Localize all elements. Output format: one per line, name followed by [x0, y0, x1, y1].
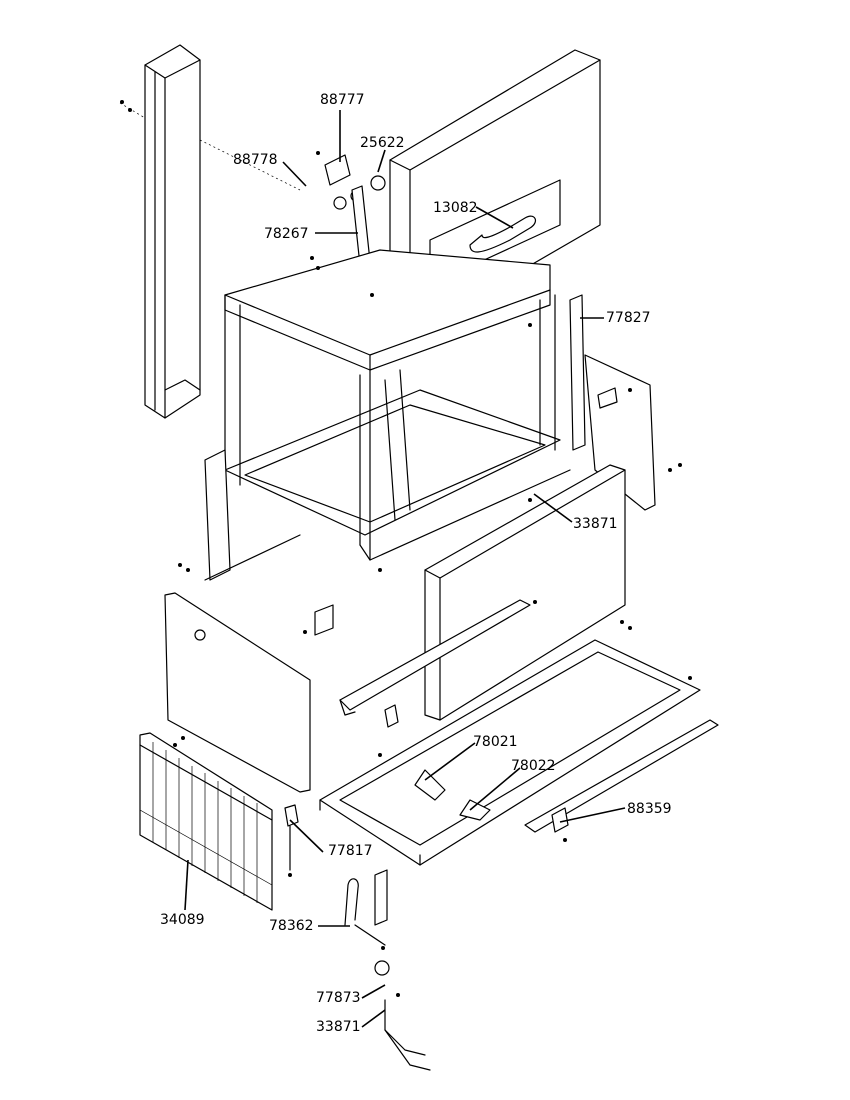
callout-77873: 77873 — [316, 990, 361, 1006]
leg-bracket — [284, 804, 299, 871]
callout-88359: 88359 — [627, 801, 672, 817]
rear-left-panel — [204, 449, 301, 581]
callout-78022: 78022 — [511, 758, 556, 774]
cross-rail — [339, 599, 531, 728]
callout-33871-upper: 33871 — [573, 516, 618, 532]
front-lower-panel — [164, 592, 334, 793]
cabinet-frame — [224, 249, 571, 561]
valve-assembly — [344, 869, 431, 1071]
callout-88777: 88777 — [320, 92, 365, 108]
left-side-channel — [119, 44, 301, 419]
fasteners — [120, 100, 692, 997]
callout-33871-lower: 33871 — [316, 1019, 361, 1035]
callout-77817: 77817 — [328, 843, 373, 859]
callout-34089: 34089 — [160, 912, 205, 928]
callout-88778: 88778 — [233, 152, 278, 168]
callout-78021: 78021 — [473, 734, 518, 750]
callout-13082: 13082 — [433, 200, 478, 216]
leader-lines — [184, 110, 626, 1028]
right-rail — [524, 719, 719, 833]
kick-plate — [139, 732, 273, 911]
callout-78362: 78362 — [269, 918, 314, 934]
callout-77827: 77827 — [606, 310, 651, 326]
base-frame — [319, 639, 701, 866]
callout-78267: 78267 — [264, 226, 309, 242]
callout-25622: 25622 — [360, 135, 405, 151]
